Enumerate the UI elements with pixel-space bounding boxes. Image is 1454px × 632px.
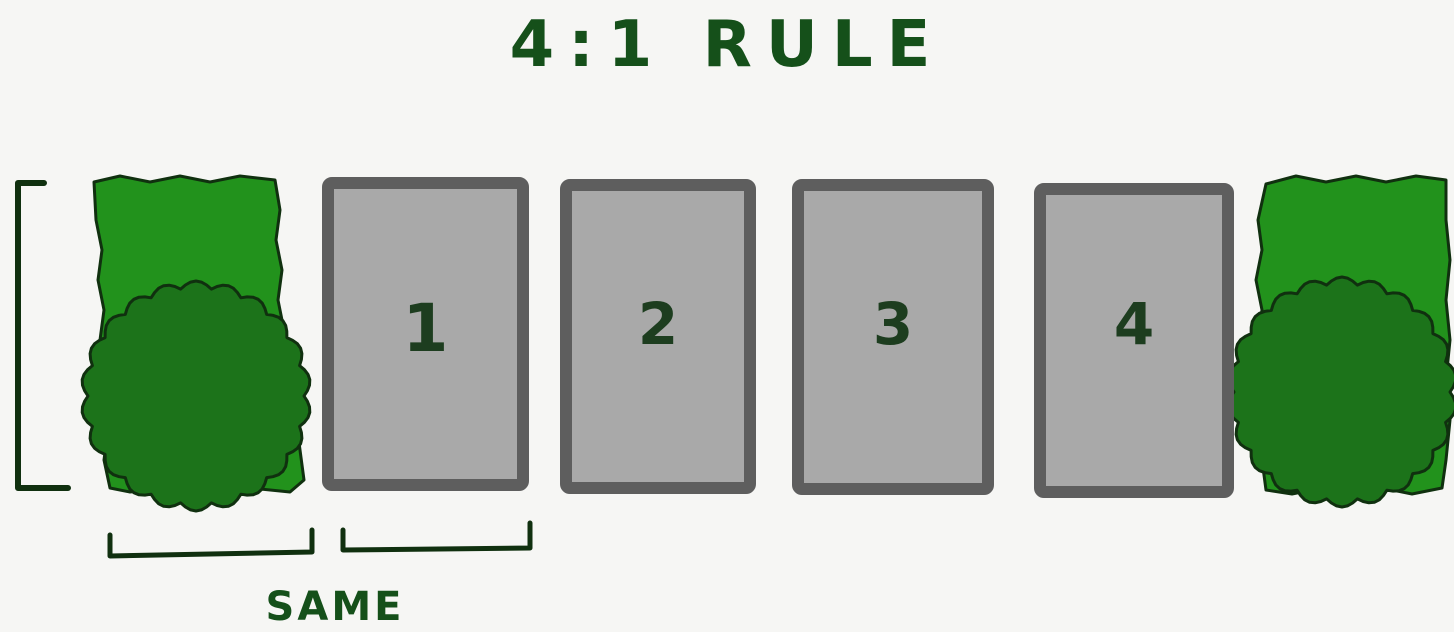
spot-label-2: 2: [637, 290, 679, 358]
height-bracket: [15, 180, 71, 491]
parking-spot-2: [560, 179, 756, 494]
parking-spot-1: [322, 177, 529, 491]
spot-label-4: 4: [1113, 290, 1155, 358]
spot-label-3: 3: [872, 290, 914, 358]
right-tree: [1226, 275, 1454, 509]
page-title: 4:1 RULE: [509, 8, 945, 82]
spot-label-1: 1: [402, 290, 449, 367]
parking-spot-4: [1034, 183, 1234, 498]
parking-spot-3: [792, 179, 994, 495]
tree-width-bracket: [107, 527, 315, 559]
spot-width-bracket: [340, 520, 533, 553]
same-caption: SAME: [265, 584, 405, 630]
left-tree: [80, 279, 312, 513]
